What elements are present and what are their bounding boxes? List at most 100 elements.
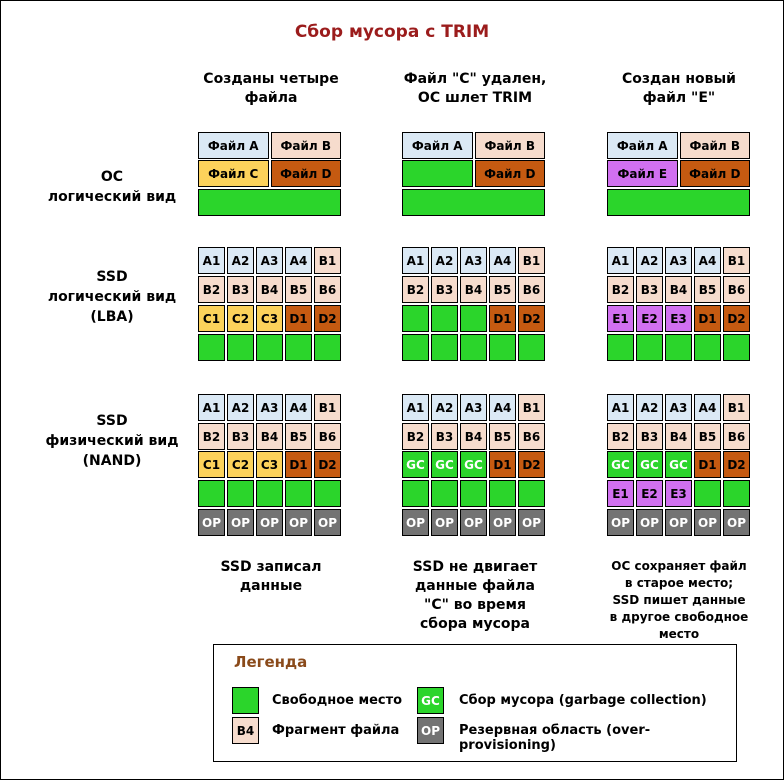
nand-cell: B4: [665, 423, 692, 450]
nand-cell: B6: [723, 423, 750, 450]
nand-cell: B3: [227, 423, 254, 450]
lba-cell: B4: [256, 276, 283, 303]
lba-cell: B6: [723, 276, 750, 303]
legend-label: Сбор мусора (garbage collection): [459, 693, 707, 708]
lba-cell-free: [694, 334, 721, 361]
lba-cell: B6: [518, 276, 545, 303]
lba-cell-free: [518, 334, 545, 361]
lba-cell: B3: [636, 276, 663, 303]
lba-cell: A1: [198, 247, 225, 274]
row-label-line: SSD: [96, 269, 128, 285]
lba-cell: A3: [256, 247, 283, 274]
nand-cell-free: [285, 480, 312, 507]
nand-cell: B4: [460, 423, 487, 450]
nand-cell: GC: [636, 451, 663, 478]
nand-cell-free: [227, 480, 254, 507]
row-label-line: (LBA): [90, 309, 134, 325]
row-label-line: логический вид: [47, 189, 177, 205]
column-heading: Файл "C" удален,ОС шлет TRIM: [380, 70, 570, 108]
nand-cell-free: [723, 480, 750, 507]
column-caption-line: в старое место;: [624, 576, 734, 590]
legend-swatch: B4: [232, 717, 259, 744]
lba-cell: A3: [460, 247, 487, 274]
os-file-block: Файл D: [679, 160, 750, 187]
lba-cell: B3: [431, 276, 458, 303]
os-file-block: Файл A: [198, 132, 269, 159]
lba-cell: A2: [636, 247, 663, 274]
os-free-block: [402, 189, 545, 216]
lba-cell: B5: [694, 276, 721, 303]
column-caption-line: SSD пишет данные: [612, 593, 746, 607]
column-caption-line: в другое свободное: [609, 610, 749, 624]
nand-cell: A4: [694, 394, 721, 421]
lba-cell: A2: [431, 247, 458, 274]
nand-cell: OP: [402, 509, 429, 536]
lba-cell: A2: [227, 247, 254, 274]
nand-cell: B6: [314, 423, 341, 450]
nand-cell: OP: [665, 509, 692, 536]
lba-cell-free: [198, 334, 225, 361]
legend-swatch: [232, 687, 259, 714]
lba-cell-free: [402, 305, 429, 332]
column-caption: SSD записал данные: [176, 558, 366, 596]
row-label-line: (NAND): [82, 453, 142, 469]
lba-cell: B2: [402, 276, 429, 303]
lba-cell: A4: [285, 247, 312, 274]
lba-cell: E2: [636, 305, 663, 332]
nand-cell: B5: [694, 423, 721, 450]
lba-cell: A1: [402, 247, 429, 274]
nand-cell: OP: [636, 509, 663, 536]
nand-cell: OP: [723, 509, 750, 536]
nand-cell: C2: [227, 451, 254, 478]
lba-cell: D1: [489, 305, 516, 332]
nand-cell: B5: [489, 423, 516, 450]
os-file-block: Файл D: [474, 160, 545, 187]
nand-cell-free: [489, 480, 516, 507]
nand-cell: GC: [460, 451, 487, 478]
nand-cell: B1: [314, 394, 341, 421]
nand-cell: D2: [314, 451, 341, 478]
nand-cell: B6: [518, 423, 545, 450]
nand-cell-free: [256, 480, 283, 507]
lba-cell: D1: [694, 305, 721, 332]
lba-cell: B5: [285, 276, 312, 303]
lba-cell-free: [489, 334, 516, 361]
column-heading-line: файла: [244, 90, 298, 106]
column-heading-line: Созданы четыре: [203, 71, 339, 87]
column-caption-line: данные: [239, 578, 303, 594]
nand-cell: D1: [489, 451, 516, 478]
lba-cell-free: [227, 334, 254, 361]
lba-cell: C2: [227, 305, 254, 332]
os-file-block: Файл A: [402, 132, 473, 159]
lba-cell-free: [256, 334, 283, 361]
os-file-block: Файл A: [607, 132, 678, 159]
lba-cell-free: [607, 334, 634, 361]
nand-cell: B2: [198, 423, 225, 450]
lba-cell: E3: [665, 305, 692, 332]
nand-cell: OP: [489, 509, 516, 536]
nand-cell-free: [198, 480, 225, 507]
nand-cell: E3: [665, 480, 692, 507]
legend-swatch: OP: [417, 717, 444, 744]
nand-cell: OP: [607, 509, 634, 536]
nand-cell: GC: [665, 451, 692, 478]
diagram-title: Сбор мусора с TRIM: [294, 22, 490, 42]
lba-cell: C3: [256, 305, 283, 332]
column-caption-line: SSD записал: [220, 559, 322, 575]
nand-cell: A1: [607, 394, 634, 421]
os-free-block: [607, 189, 750, 216]
nand-cell: OP: [227, 509, 254, 536]
lba-cell: B2: [607, 276, 634, 303]
os-file-block: Файл B: [270, 132, 341, 159]
column-heading: Созданы четыре файла: [176, 70, 366, 108]
lba-cell: B4: [665, 276, 692, 303]
legend-label: Фрагмент файла: [272, 723, 400, 738]
nand-cell: A2: [431, 394, 458, 421]
lba-cell: D2: [314, 305, 341, 332]
lba-cell-free: [460, 305, 487, 332]
nand-cell: A4: [489, 394, 516, 421]
lba-cell: B2: [198, 276, 225, 303]
nand-cell-free: [314, 480, 341, 507]
